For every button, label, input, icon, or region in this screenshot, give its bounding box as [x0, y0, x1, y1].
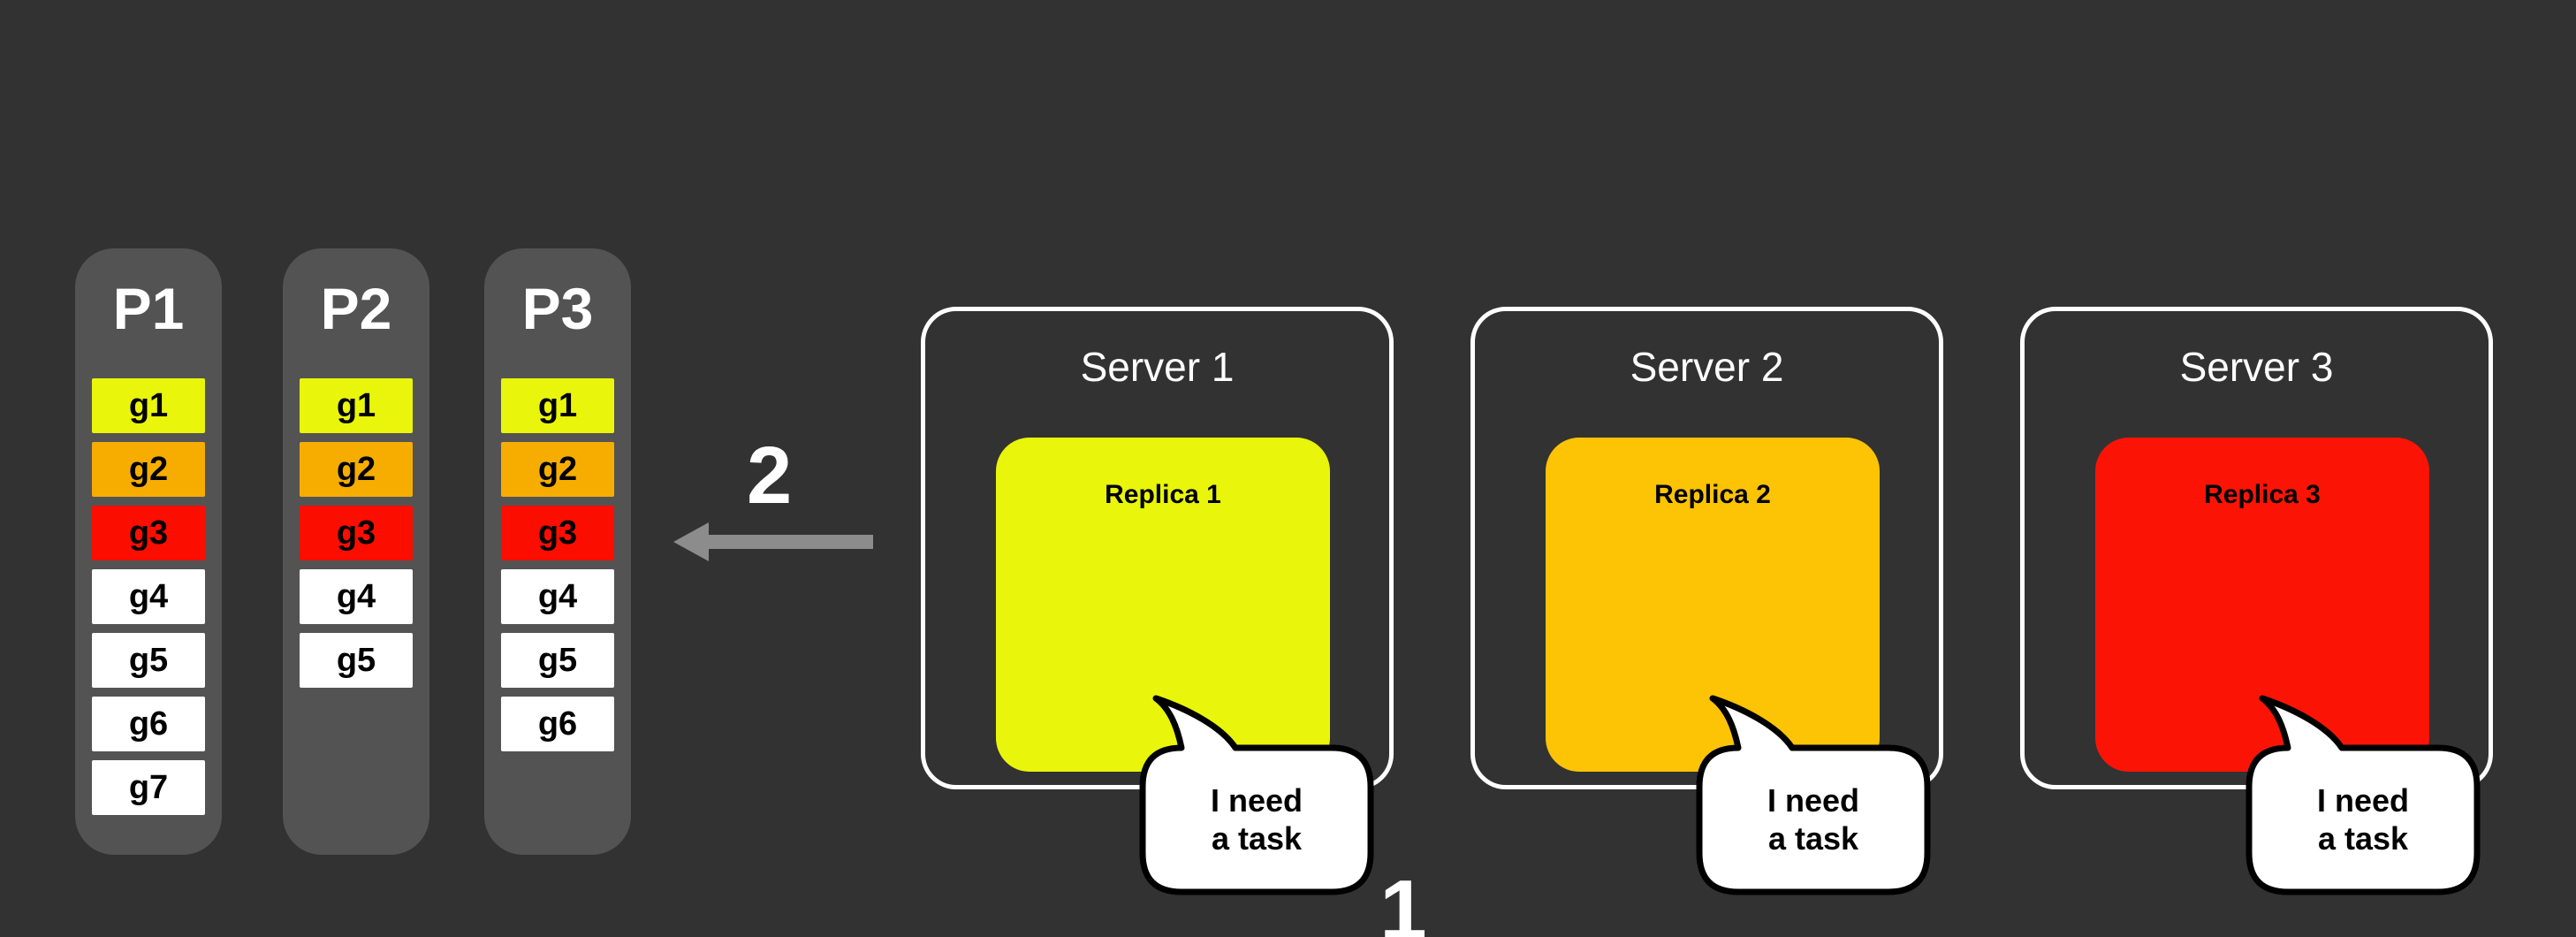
task-cell: g1: [92, 378, 205, 433]
replica-label: Replica 1: [1105, 480, 1221, 509]
speech-bubble-text: I need a task: [1699, 748, 1927, 891]
bubble-line: I need: [1210, 781, 1303, 819]
task-cell: g2: [501, 442, 614, 497]
task-cell: g3: [300, 506, 413, 560]
task-cell: g7: [92, 760, 205, 815]
speech-bubble-3: [2245, 695, 2481, 895]
bubble-line: a task: [1211, 820, 1303, 857]
server-1-box: Server 1 Replica 1: [921, 307, 1394, 789]
step-1-label: 1: [1379, 863, 1427, 937]
task-cell: g4: [92, 569, 205, 624]
task-cell: g4: [300, 569, 413, 624]
replica-label: Replica 2: [1654, 480, 1771, 509]
bubble-line: a task: [2317, 820, 2409, 857]
task-cell: g1: [501, 378, 614, 433]
replica-3: Replica 3: [2095, 438, 2429, 772]
task-cell: g5: [501, 633, 614, 688]
replica-label: Replica 3: [2204, 480, 2321, 509]
task-list: g1 g2 g3 g4 g5 g6: [501, 378, 614, 751]
step-2-label: 2: [747, 430, 793, 521]
server-title: Server 1: [1080, 344, 1235, 390]
bubble-line: a task: [1767, 820, 1859, 857]
partition-p1: P1 g1 g2 g3 g4 g5 g6 g7: [75, 248, 222, 855]
replica-1: Replica 1: [996, 438, 1330, 772]
speech-bubble-1: [1139, 695, 1374, 895]
task-cell: g2: [92, 442, 205, 497]
server-title: Server 3: [2179, 344, 2334, 390]
task-cell: g6: [92, 697, 205, 751]
replica-2: Replica 2: [1546, 438, 1880, 772]
task-cell: g1: [300, 378, 413, 433]
arrow-left-icon: [673, 522, 873, 561]
partition-title: P3: [521, 276, 594, 341]
server-3-box: Server 3 Replica 3: [2020, 307, 2493, 789]
task-cell: g4: [501, 569, 614, 624]
task-cell: g3: [92, 506, 205, 560]
bubble-line: I need: [2316, 781, 2410, 819]
task-cell: g5: [300, 633, 413, 688]
partition-p2: P2 g1 g2 g3 g4 g5: [283, 248, 429, 855]
task-cell: g2: [300, 442, 413, 497]
server-title: Server 2: [1630, 344, 1784, 390]
speech-bubble-text: I need a task: [1143, 748, 1371, 891]
task-cell: g5: [92, 633, 205, 688]
task-list: g1 g2 g3 g4 g5: [300, 378, 413, 688]
task-cell: g6: [501, 697, 614, 751]
partition-p3: P3 g1 g2 g3 g4 g5 g6: [484, 248, 631, 855]
bubble-line: I need: [1767, 781, 1860, 819]
speech-bubble-text: I need a task: [2249, 748, 2477, 891]
partition-title: P1: [112, 276, 185, 341]
speech-bubble-2: [1696, 695, 1931, 895]
task-list: g1 g2 g3 g4 g5 g6 g7: [92, 378, 205, 815]
partition-title: P2: [320, 276, 392, 341]
task-cell: g3: [501, 506, 614, 560]
